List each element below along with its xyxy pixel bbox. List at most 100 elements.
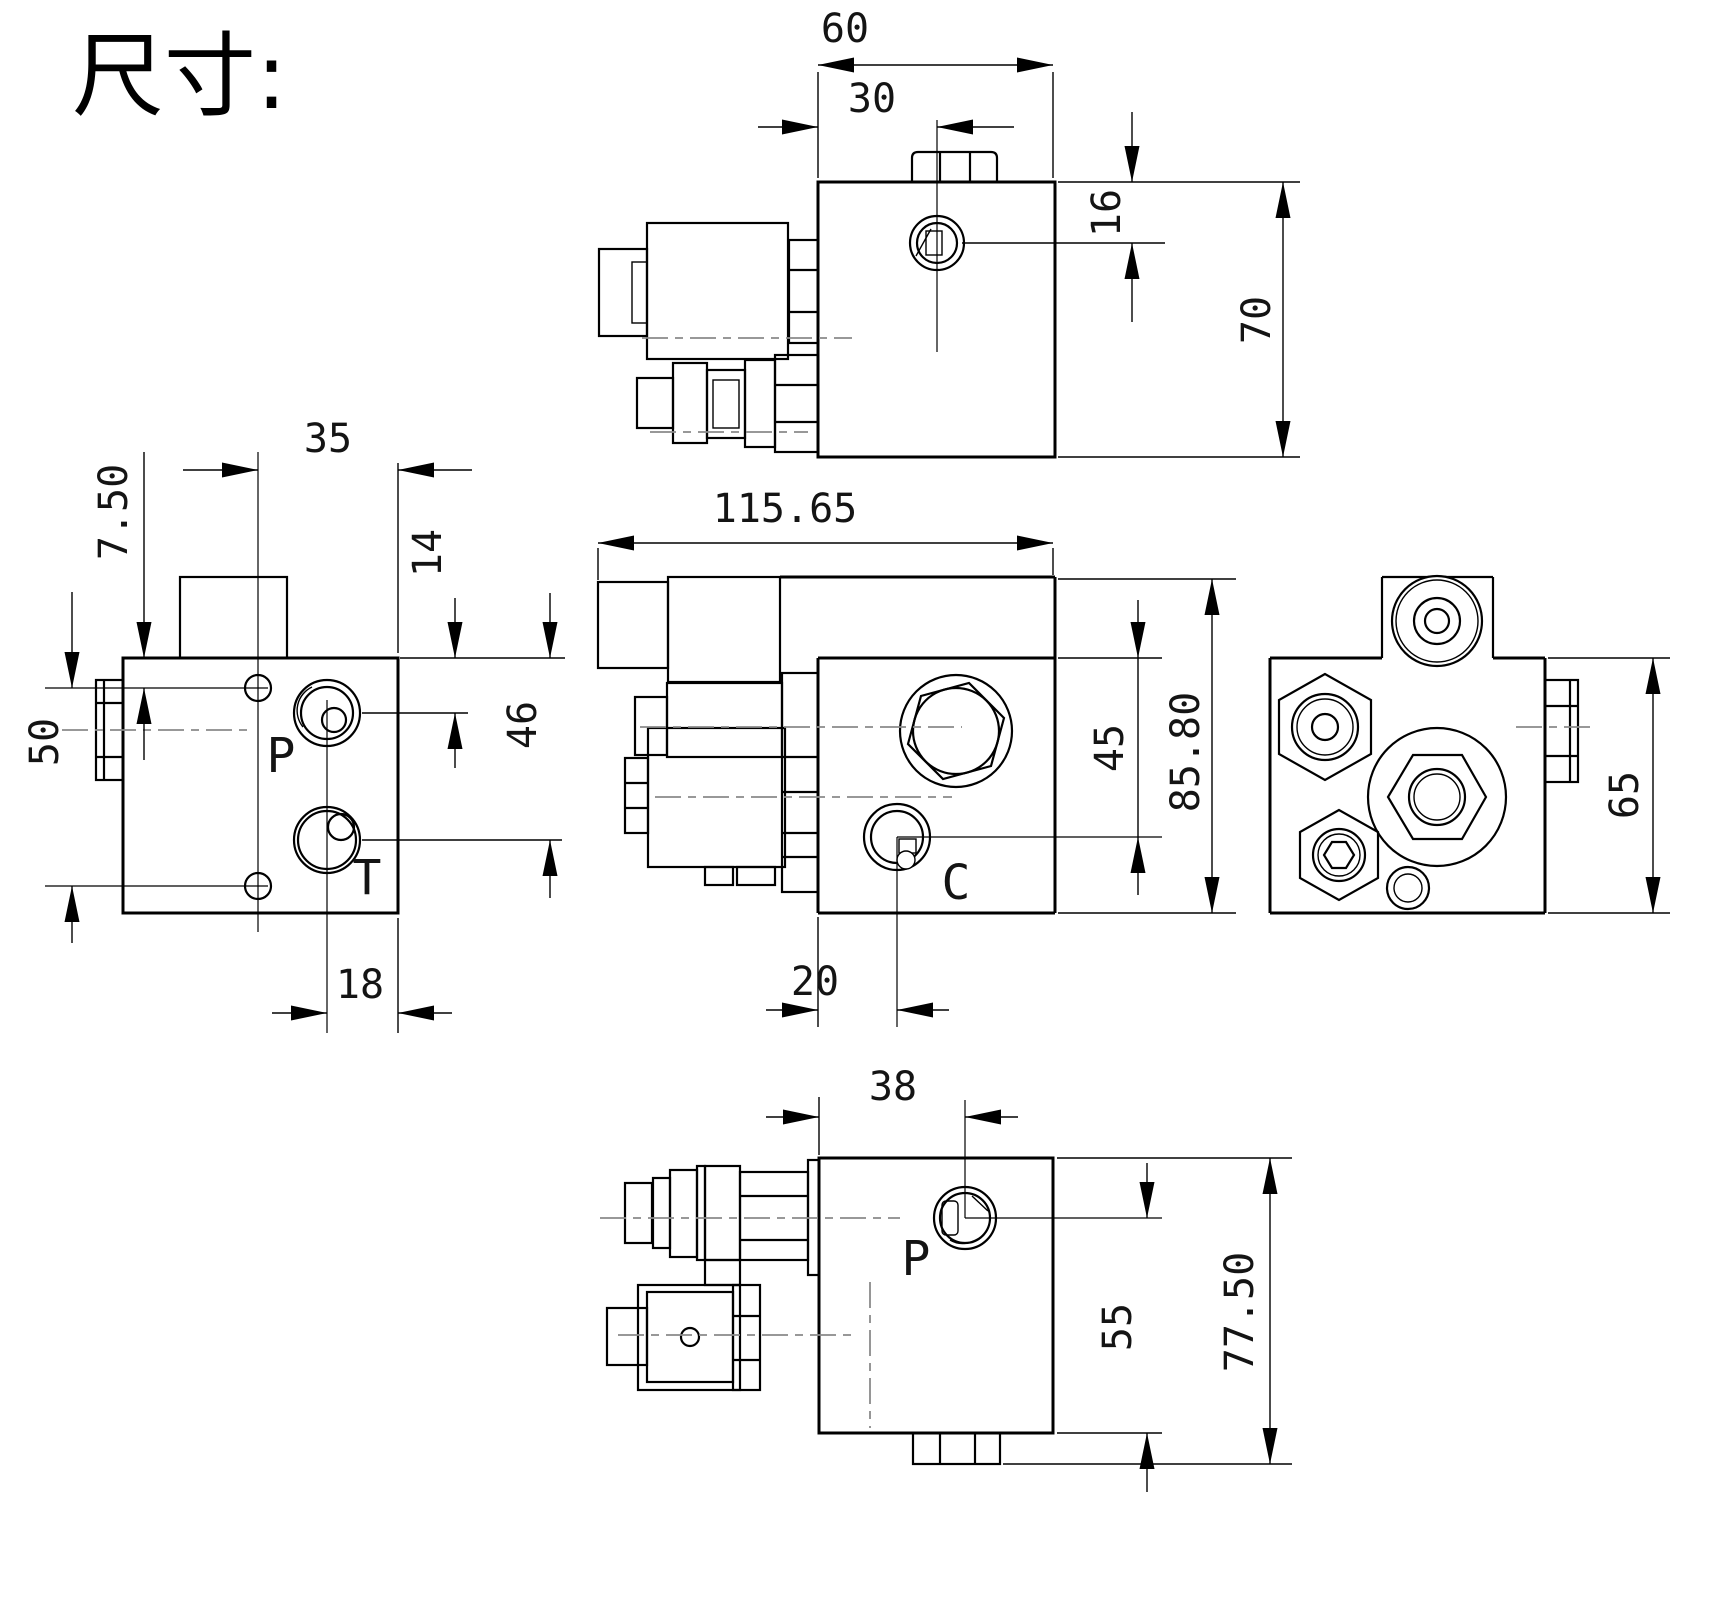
coil-body xyxy=(645,221,790,361)
arrowhead xyxy=(1124,243,1140,279)
dim-14: 14 xyxy=(362,529,565,768)
top-view: 60 30 16 70 xyxy=(597,6,1300,459)
dim-55: 55 xyxy=(1057,1163,1162,1492)
port-p: P xyxy=(267,678,362,784)
arrowhead xyxy=(1017,535,1053,551)
arrowhead xyxy=(1262,1428,1278,1464)
fitting-washer xyxy=(743,358,777,449)
port-crescent xyxy=(296,686,313,728)
dim-85-80: 85.80 xyxy=(1058,578,1236,914)
connector xyxy=(596,580,670,670)
nut-outline xyxy=(911,1431,1002,1466)
fitting-hex xyxy=(773,353,820,454)
arrowhead xyxy=(965,1109,1001,1125)
dim-text: 115.65 xyxy=(713,486,858,532)
tube-boss xyxy=(1380,574,1495,668)
arrowhead xyxy=(64,886,80,922)
fitting-inner xyxy=(712,379,740,429)
dim-text: 14 xyxy=(405,529,451,577)
connector-square xyxy=(645,1290,735,1384)
dim-20: 20 xyxy=(766,917,949,1027)
arrowhead xyxy=(598,535,634,551)
hex-outline xyxy=(773,353,820,454)
dim-text: 18 xyxy=(336,962,384,1008)
lower-fitting xyxy=(635,353,820,454)
coil-upper xyxy=(665,681,784,759)
port-socket-ball xyxy=(896,850,916,870)
arrowhead xyxy=(1275,182,1291,218)
plug-circle-2 xyxy=(1296,698,1354,756)
dim-text: 46 xyxy=(500,701,546,749)
dim-text: 77.50 xyxy=(1217,1252,1263,1372)
hex-outline xyxy=(1298,808,1380,902)
dim-45: 45 xyxy=(1058,600,1162,895)
fitting-cap xyxy=(635,376,675,430)
arrowhead xyxy=(937,119,973,135)
bolt-head xyxy=(910,150,999,182)
arrowhead xyxy=(542,840,558,876)
connector-frame xyxy=(636,1283,742,1392)
plug-inner-circle xyxy=(911,686,1001,776)
port-socket-tab xyxy=(941,1200,959,1236)
side-nut xyxy=(1543,678,1580,784)
dim-text: 85.80 xyxy=(1163,692,1209,812)
left-nut xyxy=(623,756,650,835)
arrowhead xyxy=(1139,1182,1155,1218)
bottom-nut xyxy=(911,1431,1002,1466)
front-view: C xyxy=(596,486,1236,1027)
arrowhead xyxy=(1124,146,1140,182)
arrowhead xyxy=(1204,877,1220,913)
dim-35: 35 xyxy=(183,416,472,653)
nut-stack-outline xyxy=(780,671,820,894)
tube-outer-circle xyxy=(1390,574,1484,668)
valve-circle-2 xyxy=(1407,767,1467,827)
right-view: 65 xyxy=(1268,574,1670,915)
port-label-t: T xyxy=(353,850,382,906)
arrowhead xyxy=(64,652,80,688)
stack-washer xyxy=(695,1164,707,1262)
hole-inner xyxy=(1393,873,1423,903)
dim-text: 50 xyxy=(22,718,68,766)
dim-text: 16 xyxy=(1084,189,1130,237)
tube-pin-circle xyxy=(1423,607,1451,635)
dim-50: 50 xyxy=(22,592,80,943)
dim-text: 60 xyxy=(821,6,869,52)
port-p: P xyxy=(902,1185,998,1287)
valve-hex-nut xyxy=(1386,753,1488,841)
bolt-head-outline xyxy=(910,150,999,182)
small-hole xyxy=(1385,865,1431,911)
arrowhead xyxy=(1130,622,1146,658)
tube-nut xyxy=(787,238,820,345)
arrowhead xyxy=(1130,837,1146,873)
arrowhead xyxy=(136,622,152,658)
arrowhead xyxy=(398,462,434,478)
tube-nut-stack xyxy=(780,671,820,894)
solenoid-assembly-front xyxy=(596,575,962,894)
nut-outline xyxy=(1543,678,1580,784)
stack-nut xyxy=(668,1168,699,1259)
port-socket-arc xyxy=(949,1234,985,1245)
connector-bottom xyxy=(605,1283,762,1392)
stack-body xyxy=(703,1164,742,1262)
hole-slot-line xyxy=(915,228,932,257)
dim-60: 60 xyxy=(817,6,1054,178)
arrowhead xyxy=(897,1002,933,1018)
stack-tab xyxy=(703,1258,742,1287)
dim-30: 30 xyxy=(758,76,1014,135)
connector-hex xyxy=(731,1283,762,1392)
hex-outline xyxy=(1277,672,1373,782)
dim-text: 20 xyxy=(791,959,839,1005)
arrowhead xyxy=(1262,1158,1278,1194)
dim-text: 70 xyxy=(1234,296,1280,344)
dim-7-50: 7.50 xyxy=(91,452,152,760)
connector-step xyxy=(631,261,648,324)
dim-text: 55 xyxy=(1095,1303,1141,1351)
dim-text: 35 xyxy=(304,416,352,462)
coil-step xyxy=(633,695,669,757)
arrowhead xyxy=(542,622,558,658)
dim-70: 70 xyxy=(1058,181,1300,458)
hole-slot xyxy=(925,230,943,256)
dim-115-65: 115.65 xyxy=(597,486,1054,580)
